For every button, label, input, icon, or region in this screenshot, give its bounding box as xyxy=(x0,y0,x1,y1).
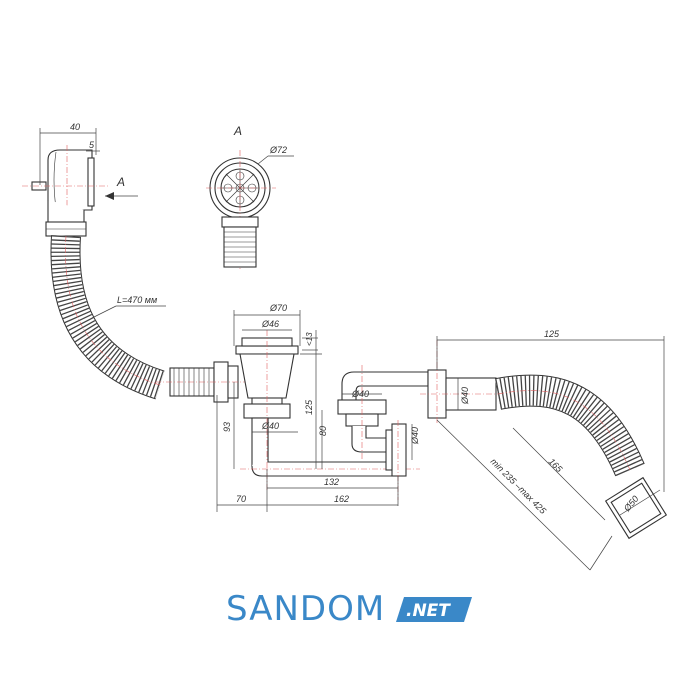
top-right-dimension: 125 xyxy=(436,329,665,492)
logo-badge xyxy=(396,597,472,622)
dim-span-132: 132 xyxy=(324,477,339,487)
top-dimensions: 40 5 xyxy=(39,122,100,185)
dim-span-125-top: 125 xyxy=(544,329,560,339)
dim-span-162: 162 xyxy=(334,494,349,504)
dim-corrugated-165: 165 xyxy=(547,456,565,474)
dim-drain-inner: Ø46 xyxy=(261,319,279,329)
dim-flange-dia: Ø72 xyxy=(269,145,287,155)
logo-sub-text: .NET xyxy=(406,601,451,621)
hose-length-note: L=470 мм xyxy=(91,295,166,319)
bottom-dimensions: 132 70 162 xyxy=(216,395,399,512)
overflow-head xyxy=(22,145,110,231)
drain-body xyxy=(235,330,420,490)
view-a: A Ø72 xyxy=(206,124,294,270)
dim-span-70: 70 xyxy=(236,494,246,504)
dim-drain-height: 125 xyxy=(304,399,314,415)
outlet-assembly: Ø40 Ø50 xyxy=(420,340,668,540)
corrugated-hose-left xyxy=(50,235,165,400)
view-label: A xyxy=(233,124,242,138)
hose-top-connector xyxy=(45,221,87,237)
dim-pipe-40-mid: Ø40 xyxy=(351,389,369,399)
dim-drain-outer: Ø70 xyxy=(269,303,287,313)
hose-horizontal-segment xyxy=(155,361,250,403)
hose-length-label: L=470 мм xyxy=(117,295,157,305)
diagonal-dimensions: 165 min 235 –max 425 xyxy=(436,419,613,571)
dim-top-width: 40 xyxy=(70,122,80,132)
dim-pipe-40-right: Ø40 xyxy=(460,387,470,405)
vertical-dimensions: 125 93 80 xyxy=(222,353,328,469)
dim-top-offset: 5 xyxy=(89,140,95,150)
arrow-label: A xyxy=(116,175,125,189)
logo-main-text: SANDOM xyxy=(226,589,385,629)
dim-height-93: 93 xyxy=(222,422,232,432)
dim-range: min 235 –max 425 xyxy=(489,456,549,516)
siphon-trap: Ø40 Ø40 xyxy=(337,365,429,500)
drain-top-dimensions: Ø70 Ø46 <13 xyxy=(233,303,318,358)
dim-height-80: 80 xyxy=(318,426,328,436)
pipe-dim-left: Ø40 xyxy=(252,421,298,433)
view-arrow-a: A xyxy=(105,175,138,200)
dim-drain-cap: <13 xyxy=(305,332,314,346)
sandom-logo: SANDOM .NET xyxy=(226,589,472,629)
dim-pipe-40-vert: Ø40 xyxy=(410,427,420,445)
dim-pipe-40-left: Ø40 xyxy=(261,421,279,431)
